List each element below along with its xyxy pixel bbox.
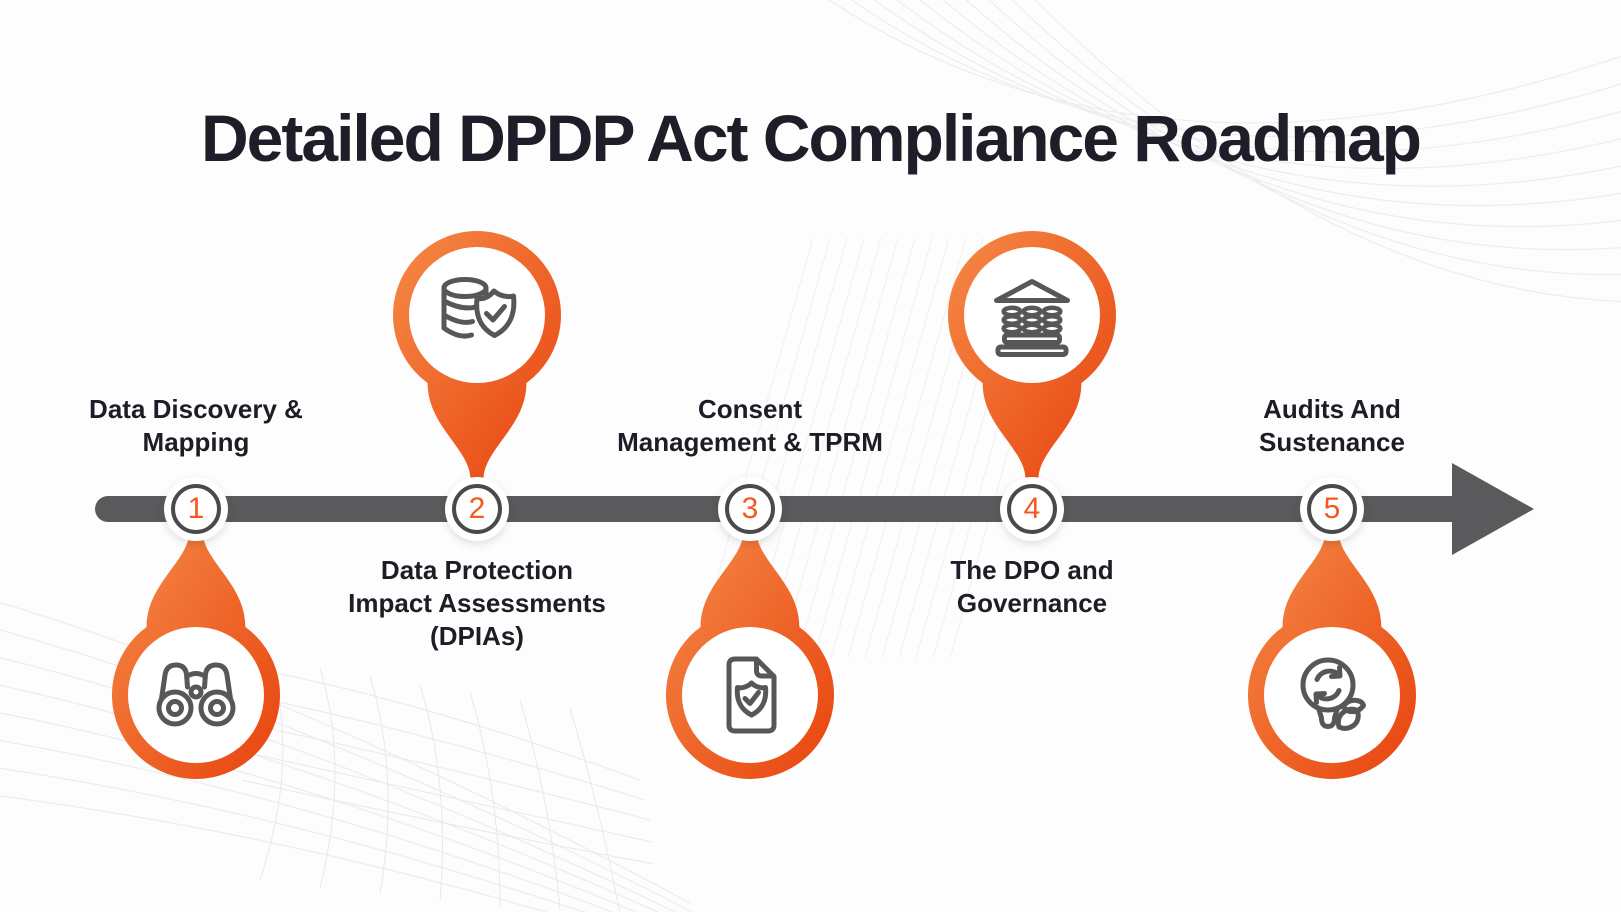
milestone-3-marker: 3 bbox=[718, 477, 782, 541]
label-line: Impact Assessments bbox=[348, 588, 606, 618]
label-line: Audits And bbox=[1263, 394, 1401, 424]
milestone-2-pin bbox=[393, 231, 561, 478]
milestone-3-pin bbox=[666, 532, 834, 779]
label-line: Consent bbox=[698, 394, 802, 424]
label-line: Sustenance bbox=[1259, 427, 1405, 457]
timeline-arrowhead-icon bbox=[1452, 463, 1534, 555]
milestone-1-pin bbox=[112, 532, 280, 779]
milestone-5-pin bbox=[1248, 532, 1416, 779]
milestone-2-marker: 2 bbox=[445, 477, 509, 541]
milestone-1-number: 1 bbox=[171, 484, 221, 534]
milestone-2-label: Data Protection Impact Assessments (DPIA… bbox=[348, 554, 606, 653]
milestone-3-number: 3 bbox=[725, 484, 775, 534]
milestone-4-marker: 4 bbox=[1000, 477, 1064, 541]
milestone-1-label: Data Discovery & Mapping bbox=[89, 393, 303, 459]
milestone-1-marker: 1 bbox=[164, 477, 228, 541]
label-line: The DPO and bbox=[950, 555, 1114, 585]
page-title: Detailed DPDP Act Compliance Roadmap bbox=[201, 101, 1422, 176]
binoculars-icon bbox=[156, 662, 236, 727]
document-shield-check-icon bbox=[726, 656, 777, 734]
milestone-5-label: Audits And Sustenance bbox=[1259, 393, 1405, 459]
milestone-5-marker: 5 bbox=[1300, 477, 1364, 541]
lightbulb-refresh-icon bbox=[1300, 657, 1366, 731]
milestone-5-number: 5 bbox=[1307, 484, 1357, 534]
label-line: Data Discovery & bbox=[89, 394, 303, 424]
milestone-2-number: 2 bbox=[452, 484, 502, 534]
milestone-4-pin bbox=[948, 231, 1116, 478]
label-line: Data Protection bbox=[380, 555, 574, 585]
milestone-4-label: The DPO and Governance bbox=[950, 554, 1113, 620]
database-shield-check-icon bbox=[441, 277, 517, 339]
milestone-4-number: 4 bbox=[1007, 484, 1057, 534]
label-line: Mapping bbox=[142, 427, 250, 457]
milestone-3-label: Consent Management & TPRM bbox=[617, 393, 883, 459]
label-line: Management & TPRM bbox=[617, 427, 883, 457]
bank-pillars-icon bbox=[994, 279, 1070, 357]
label-line: (DPIAs) bbox=[430, 621, 524, 651]
label-line: Governance bbox=[956, 588, 1108, 618]
